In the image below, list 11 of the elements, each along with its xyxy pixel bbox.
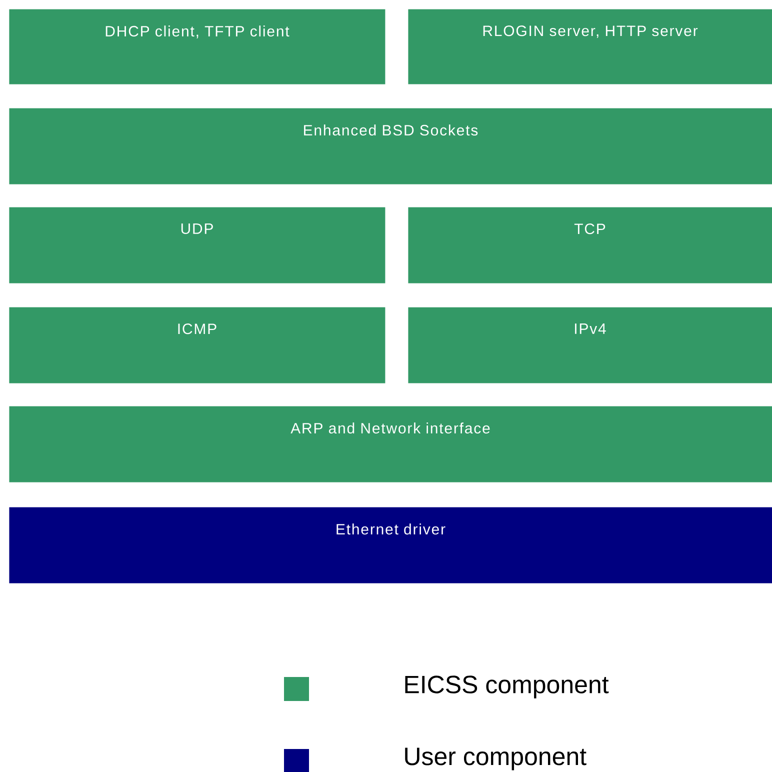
- legend-text: EICSS component: [405, 676, 609, 698]
- layer-box: Enhanced BSD Sockets: [9, 108, 772, 184]
- layer-box: TCP: [408, 207, 772, 284]
- layer-box: IPv4: [408, 307, 772, 384]
- layer-box: ARP and Network interface: [9, 406, 772, 482]
- layer-box: DHCP client, TFTP client: [9, 9, 386, 84]
- layer-box: UDP: [9, 207, 386, 284]
- legend-text: User component: [405, 748, 586, 770]
- layer-box: RLOGIN server, HTTP server: [408, 9, 772, 84]
- layer-box: ICMP: [9, 307, 386, 384]
- layer-box: Ethernet driver: [9, 507, 772, 584]
